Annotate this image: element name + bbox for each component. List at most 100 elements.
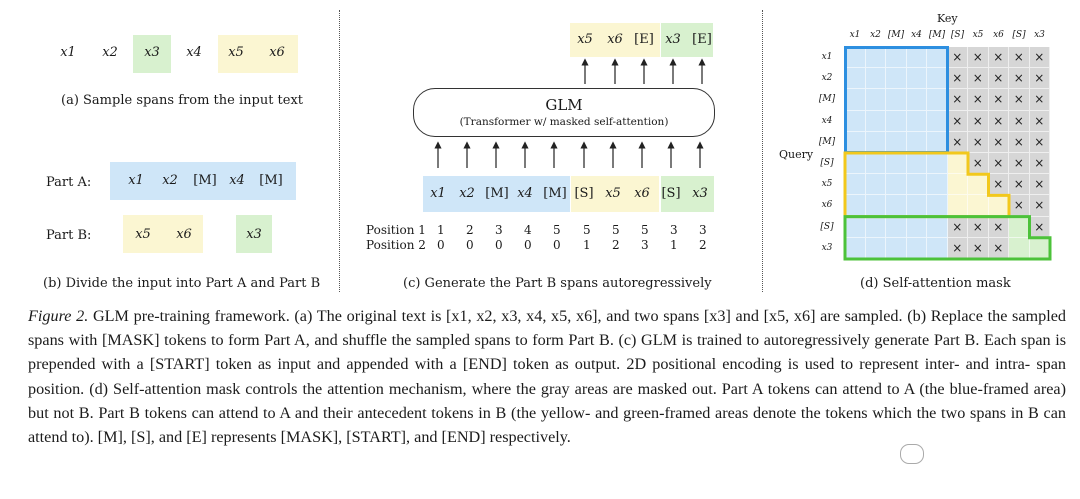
mask-cell-visible xyxy=(906,89,927,111)
input-token-1: x1 xyxy=(430,186,446,201)
mask-cell-masked: × xyxy=(947,68,968,90)
output-token-4: x3 xyxy=(665,32,681,47)
mask-cell-visible xyxy=(865,174,886,196)
input-arrows xyxy=(434,141,704,168)
mask-cell-masked: × xyxy=(947,47,968,69)
part-a-token-3: [M] xyxy=(193,173,217,188)
input-token-2: x2 xyxy=(459,186,475,201)
mask-cell-visible xyxy=(845,89,866,111)
output-token-3: [E] xyxy=(634,32,654,47)
mask-row-label: x2 xyxy=(821,73,833,84)
mask-cell-masked: × xyxy=(947,216,968,238)
mask-cell-masked: × xyxy=(1009,153,1030,175)
mask-cell-visible xyxy=(927,174,948,196)
mask-cell-masked: × xyxy=(988,68,1009,90)
mask-cell-masked: × xyxy=(1009,89,1030,111)
mask-cell-masked: × xyxy=(1029,89,1050,111)
panel-separator-1 xyxy=(339,10,340,292)
position-value: 1 xyxy=(437,223,445,237)
position-value: 3 xyxy=(641,238,649,252)
mask-cell-visible xyxy=(906,68,927,90)
mask-cell-masked: × xyxy=(968,89,989,111)
part-a-token-2: x2 xyxy=(162,173,178,188)
mask-col-label: x5 xyxy=(972,30,984,40)
figure-label: Figure 2. xyxy=(28,307,89,325)
glm-title: GLM xyxy=(545,96,583,114)
panel-separator-2 xyxy=(762,10,763,292)
panel-a-caption: (a) Sample spans from the input text xyxy=(61,93,304,108)
mask-cell-masked: × xyxy=(968,110,989,132)
query-label: Query xyxy=(779,148,814,161)
part-a-token-5: [M] xyxy=(259,173,283,188)
mask-col-label: x3 xyxy=(1034,30,1045,40)
figure-caption-text: GLM pre-training framework. (a) The orig… xyxy=(28,307,1066,447)
mask-cell-visible xyxy=(865,47,886,69)
position-value: 0 xyxy=(553,238,561,252)
output-span-1-highlight xyxy=(570,23,660,57)
glm-subtitle: (Transformer w/ masked self-attention) xyxy=(459,116,669,128)
panel-d-caption: (d) Self-attention mask xyxy=(860,276,1011,291)
token-x4: x4 xyxy=(186,45,202,60)
input-token-5: [M] xyxy=(543,186,567,201)
mask-row-label: [M] xyxy=(818,136,836,147)
mask-cell-visible xyxy=(886,174,907,196)
mask-row-label: x4 xyxy=(821,115,833,126)
position-value: 2 xyxy=(612,238,620,252)
mask-row-label: x6 xyxy=(821,200,833,211)
mask-cell-masked: × xyxy=(988,110,1009,132)
part-b-span-1-highlight xyxy=(123,215,203,253)
position-2-label: Position 2 xyxy=(366,238,426,252)
position-value: 2 xyxy=(466,223,474,237)
mask-cell-visible xyxy=(886,68,907,90)
mask-col-label: [S] xyxy=(950,30,965,40)
input-token-7: x5 xyxy=(605,186,621,201)
mask-cell-visible xyxy=(865,110,886,132)
mask-cell-masked: × xyxy=(1029,47,1050,69)
input-span-1-highlight xyxy=(571,176,659,212)
mask-col-label: [M] xyxy=(887,30,905,40)
output-span-2-highlight xyxy=(661,23,713,57)
part-a-token-4: x4 xyxy=(229,173,245,188)
panel-c-caption: (c) Generate the Part B spans autoregres… xyxy=(403,276,712,291)
mask-cell-visible xyxy=(865,153,886,175)
mask-cell-masked: × xyxy=(1029,174,1050,196)
mask-cell-masked: × xyxy=(1029,195,1050,217)
input-token-6: [S] xyxy=(574,186,594,201)
attention-mask-grid: ××××××××××××××××××××××××××××××××××××××××… xyxy=(843,46,1052,261)
mask-cell-masked: × xyxy=(968,68,989,90)
position-value: 0 xyxy=(466,238,474,252)
token-x1: x1 xyxy=(60,45,76,60)
mask-cell-masked: × xyxy=(988,216,1009,238)
mask-cell-masked: × xyxy=(947,110,968,132)
mask-cell-visible xyxy=(845,216,866,238)
mask-col-label: x2 xyxy=(870,30,881,40)
mask-cell-visible xyxy=(845,68,866,90)
position-value: 3 xyxy=(699,223,707,237)
position-value: 3 xyxy=(495,223,503,237)
mask-cell-visible xyxy=(906,47,927,69)
part-b-token-x5: x5 xyxy=(135,227,151,242)
input-token-3: [M] xyxy=(485,186,509,201)
input-token-9: [S] xyxy=(661,186,681,201)
input-span-2-highlight xyxy=(661,176,714,212)
part-b-token-x6: x6 xyxy=(176,227,192,242)
input-part-a-highlight xyxy=(423,176,570,212)
mask-cell-visible xyxy=(845,110,866,132)
token-x2: x2 xyxy=(102,45,118,60)
mask-cell-masked: × xyxy=(1009,110,1030,132)
part-a-label: Part A: xyxy=(46,175,92,190)
mask-cell-visible xyxy=(906,153,927,175)
output-arrows xyxy=(581,58,706,84)
mask-cell-masked: × xyxy=(1009,131,1030,153)
mask-cell-visible xyxy=(906,216,927,238)
mask-cell-masked: × xyxy=(988,89,1009,111)
mask-cell-masked: × xyxy=(1029,131,1050,153)
mask-cell-visible xyxy=(865,216,886,238)
part-b-span-2-highlight xyxy=(236,215,272,253)
mask-cell-masked: × xyxy=(968,131,989,153)
output-token-1: x5 xyxy=(577,32,593,47)
token-x3: x3 xyxy=(144,45,160,60)
mask-cell-masked: × xyxy=(1029,110,1050,132)
position-value: 5 xyxy=(612,223,620,237)
mask-col-label: x1 xyxy=(849,30,861,40)
